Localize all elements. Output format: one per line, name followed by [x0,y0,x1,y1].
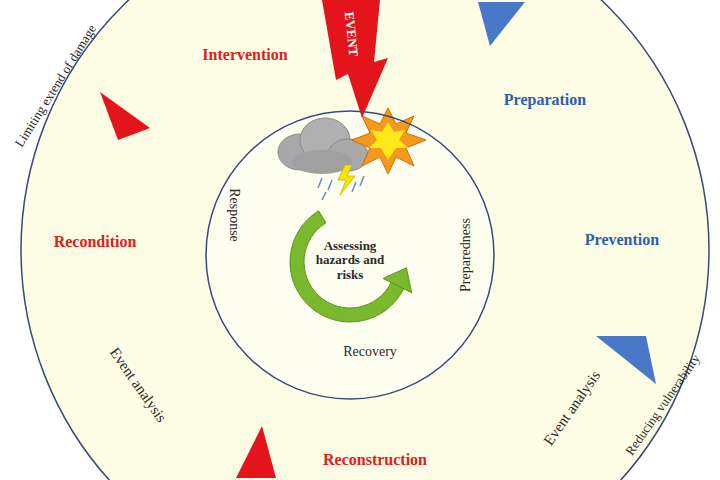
phase-label: Event analysis [540,368,603,449]
stage-label: Recovery [343,344,397,359]
circle-border [21,0,709,480]
phase-label: Preparation [504,91,586,109]
stage-label: Response [226,188,241,242]
blue-triangle [596,336,656,384]
phase-label: Recondition [54,233,137,251]
red-triangle [236,426,276,478]
inner-cycle-circle: ResponsePreparednessRecovery Assessing ha… [205,110,495,400]
outer-cycle-circle: ResponsePreparednessRecovery Assessing ha… [20,0,710,480]
phase-label: Prevention [585,231,659,249]
stage-label: Assessing hazards and risks [306,239,394,282]
phase-label: Intervention [202,46,287,64]
storm-cloud [278,118,368,200]
stage-label: Preparedness [458,218,473,292]
red-triangle [100,92,150,140]
phase-label: Reconstruction [323,451,427,469]
event-bolt [322,0,388,118]
circle-border [206,111,494,399]
green-cycle-arrow [290,211,412,322]
explosion-burst [352,108,426,174]
outer-ground [20,0,710,480]
blue-triangle [478,2,525,46]
inner-ground [205,110,495,400]
phase-label: Event analysis [106,345,169,426]
